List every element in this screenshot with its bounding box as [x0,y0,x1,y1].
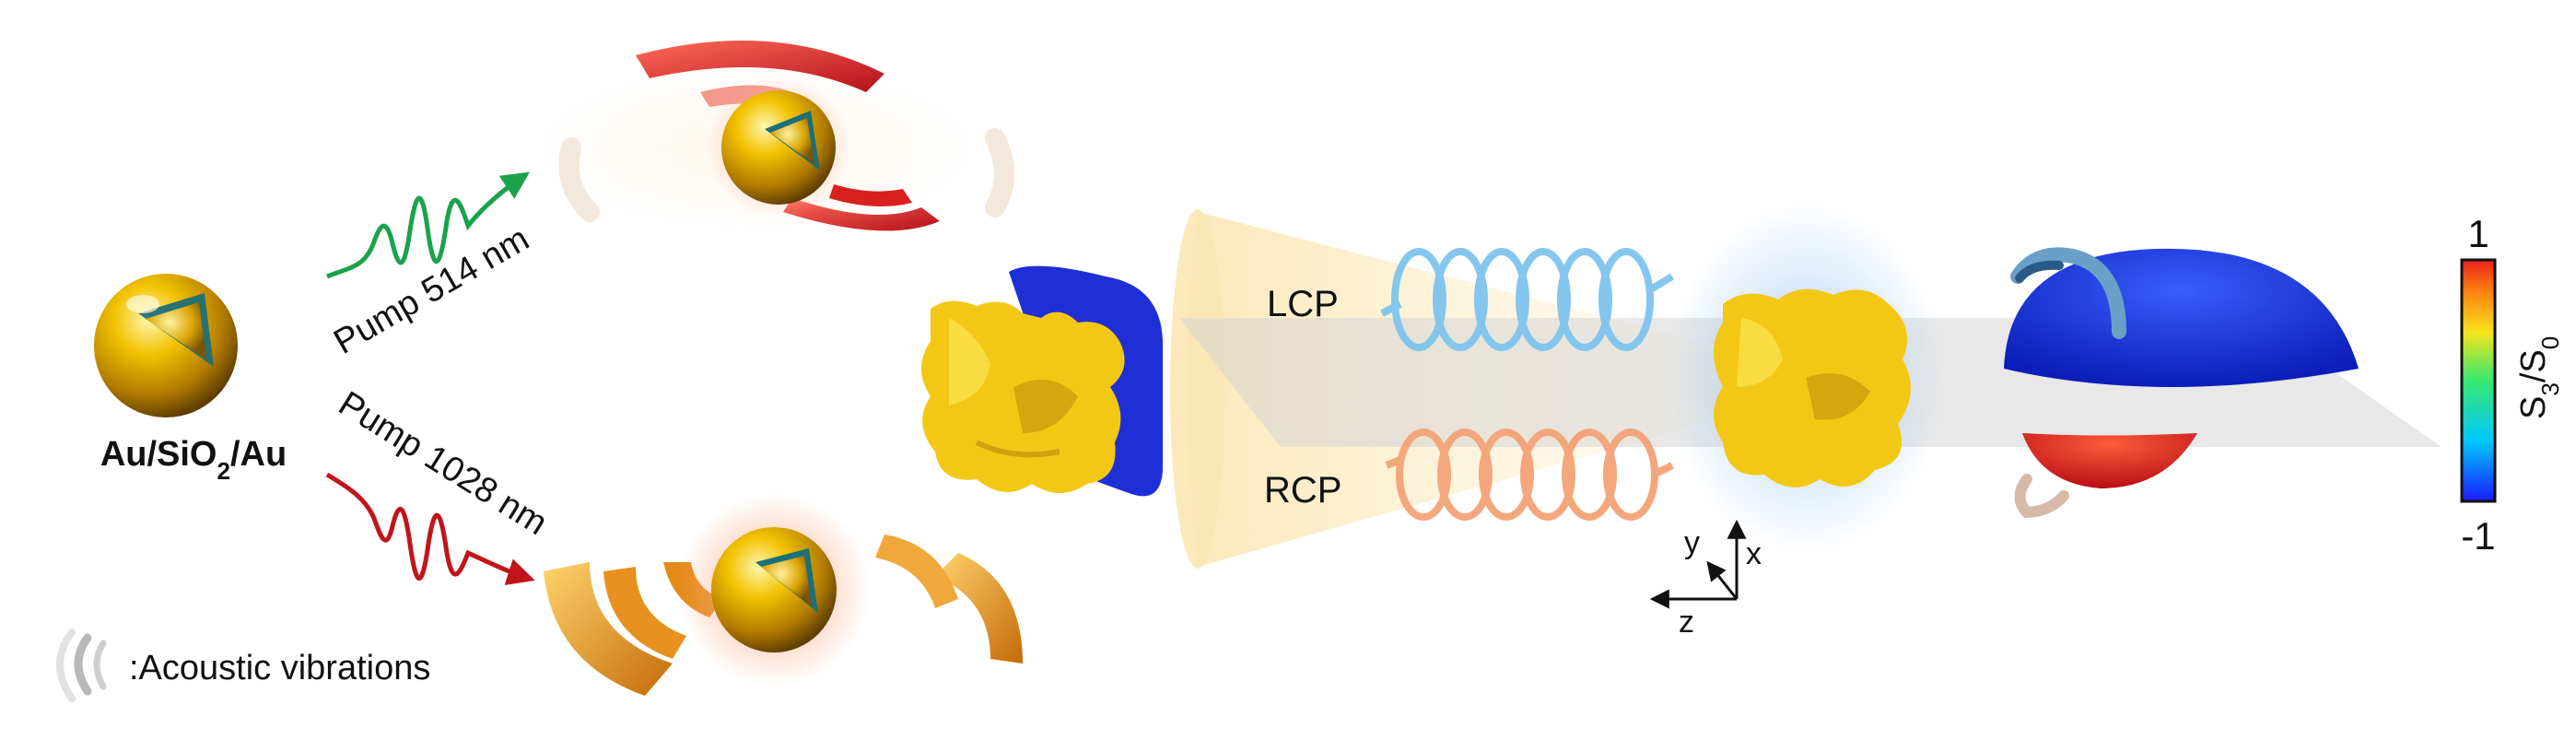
colorbar-max-label: 1 [2467,212,2488,255]
axis-y-label: y [1684,525,1700,560]
particle-label: Au/SiO2/Au [100,435,287,485]
colorbar-min-label: -1 [2461,514,2495,558]
colorbar-title: S3/S0 [2514,336,2564,419]
stokes-hemisphere [2004,247,2359,519]
legend-label: :Acoustic vibrations [129,649,430,687]
pump-514-wave [326,171,530,279]
colorbar [2460,258,2497,503]
lcp-helix [1380,248,1675,351]
axis-x-label: x [1746,536,1762,571]
pump-1028-wave [325,472,535,585]
chiral-nanostructure-right [1668,203,1944,553]
vibrating-particle-1028 [544,493,1023,696]
core-shell-particle [94,274,238,417]
chiral-nanostructure-left [921,265,1163,497]
coordinate-axes [1649,519,1747,609]
rcp-label: RCP [1264,470,1341,511]
vibrating-particle-514 [534,41,1014,231]
lcp-label: LCP [1267,284,1339,324]
acoustic-wave-icon [56,629,107,702]
axis-z-label: z [1679,605,1694,640]
rcp-helix [1385,429,1674,521]
pump-1028-label: Pump 1028 nm [332,384,554,543]
